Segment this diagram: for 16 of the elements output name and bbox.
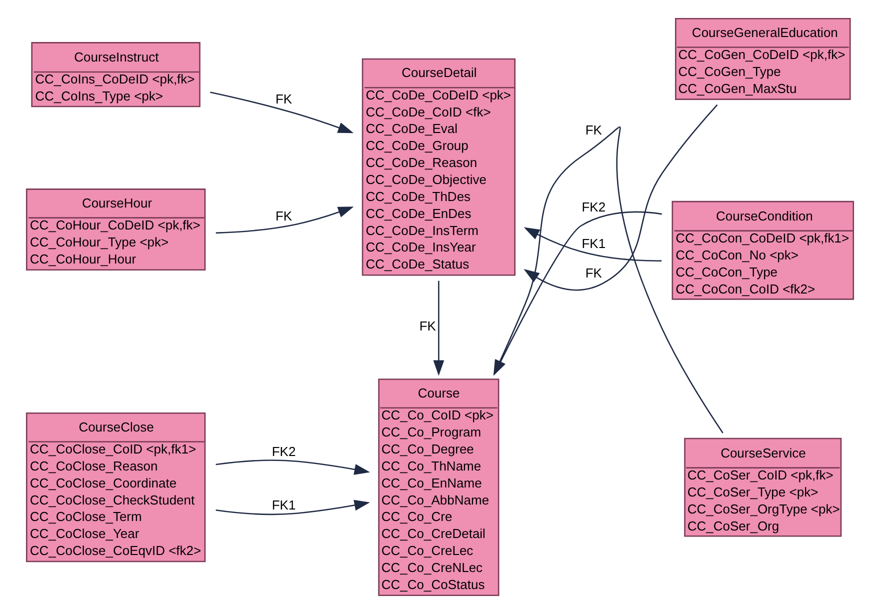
arrow xyxy=(524,104,718,291)
edge-label: FK xyxy=(585,122,602,138)
edge-label: FK1 xyxy=(272,497,296,512)
arrow xyxy=(216,206,354,234)
edge-label: FK xyxy=(275,208,292,224)
arrow xyxy=(210,92,354,134)
edge-label: FK xyxy=(275,91,292,106)
arrow xyxy=(216,500,370,516)
edge-label: FK2 xyxy=(272,444,296,460)
arrow xyxy=(524,227,662,262)
edge-label: FK1 xyxy=(582,236,606,251)
arrow xyxy=(216,460,370,475)
edge-label: FK2 xyxy=(582,199,606,214)
edge-label: FK xyxy=(419,318,436,334)
edge-label: FK xyxy=(585,266,602,281)
arrow xyxy=(433,280,444,376)
